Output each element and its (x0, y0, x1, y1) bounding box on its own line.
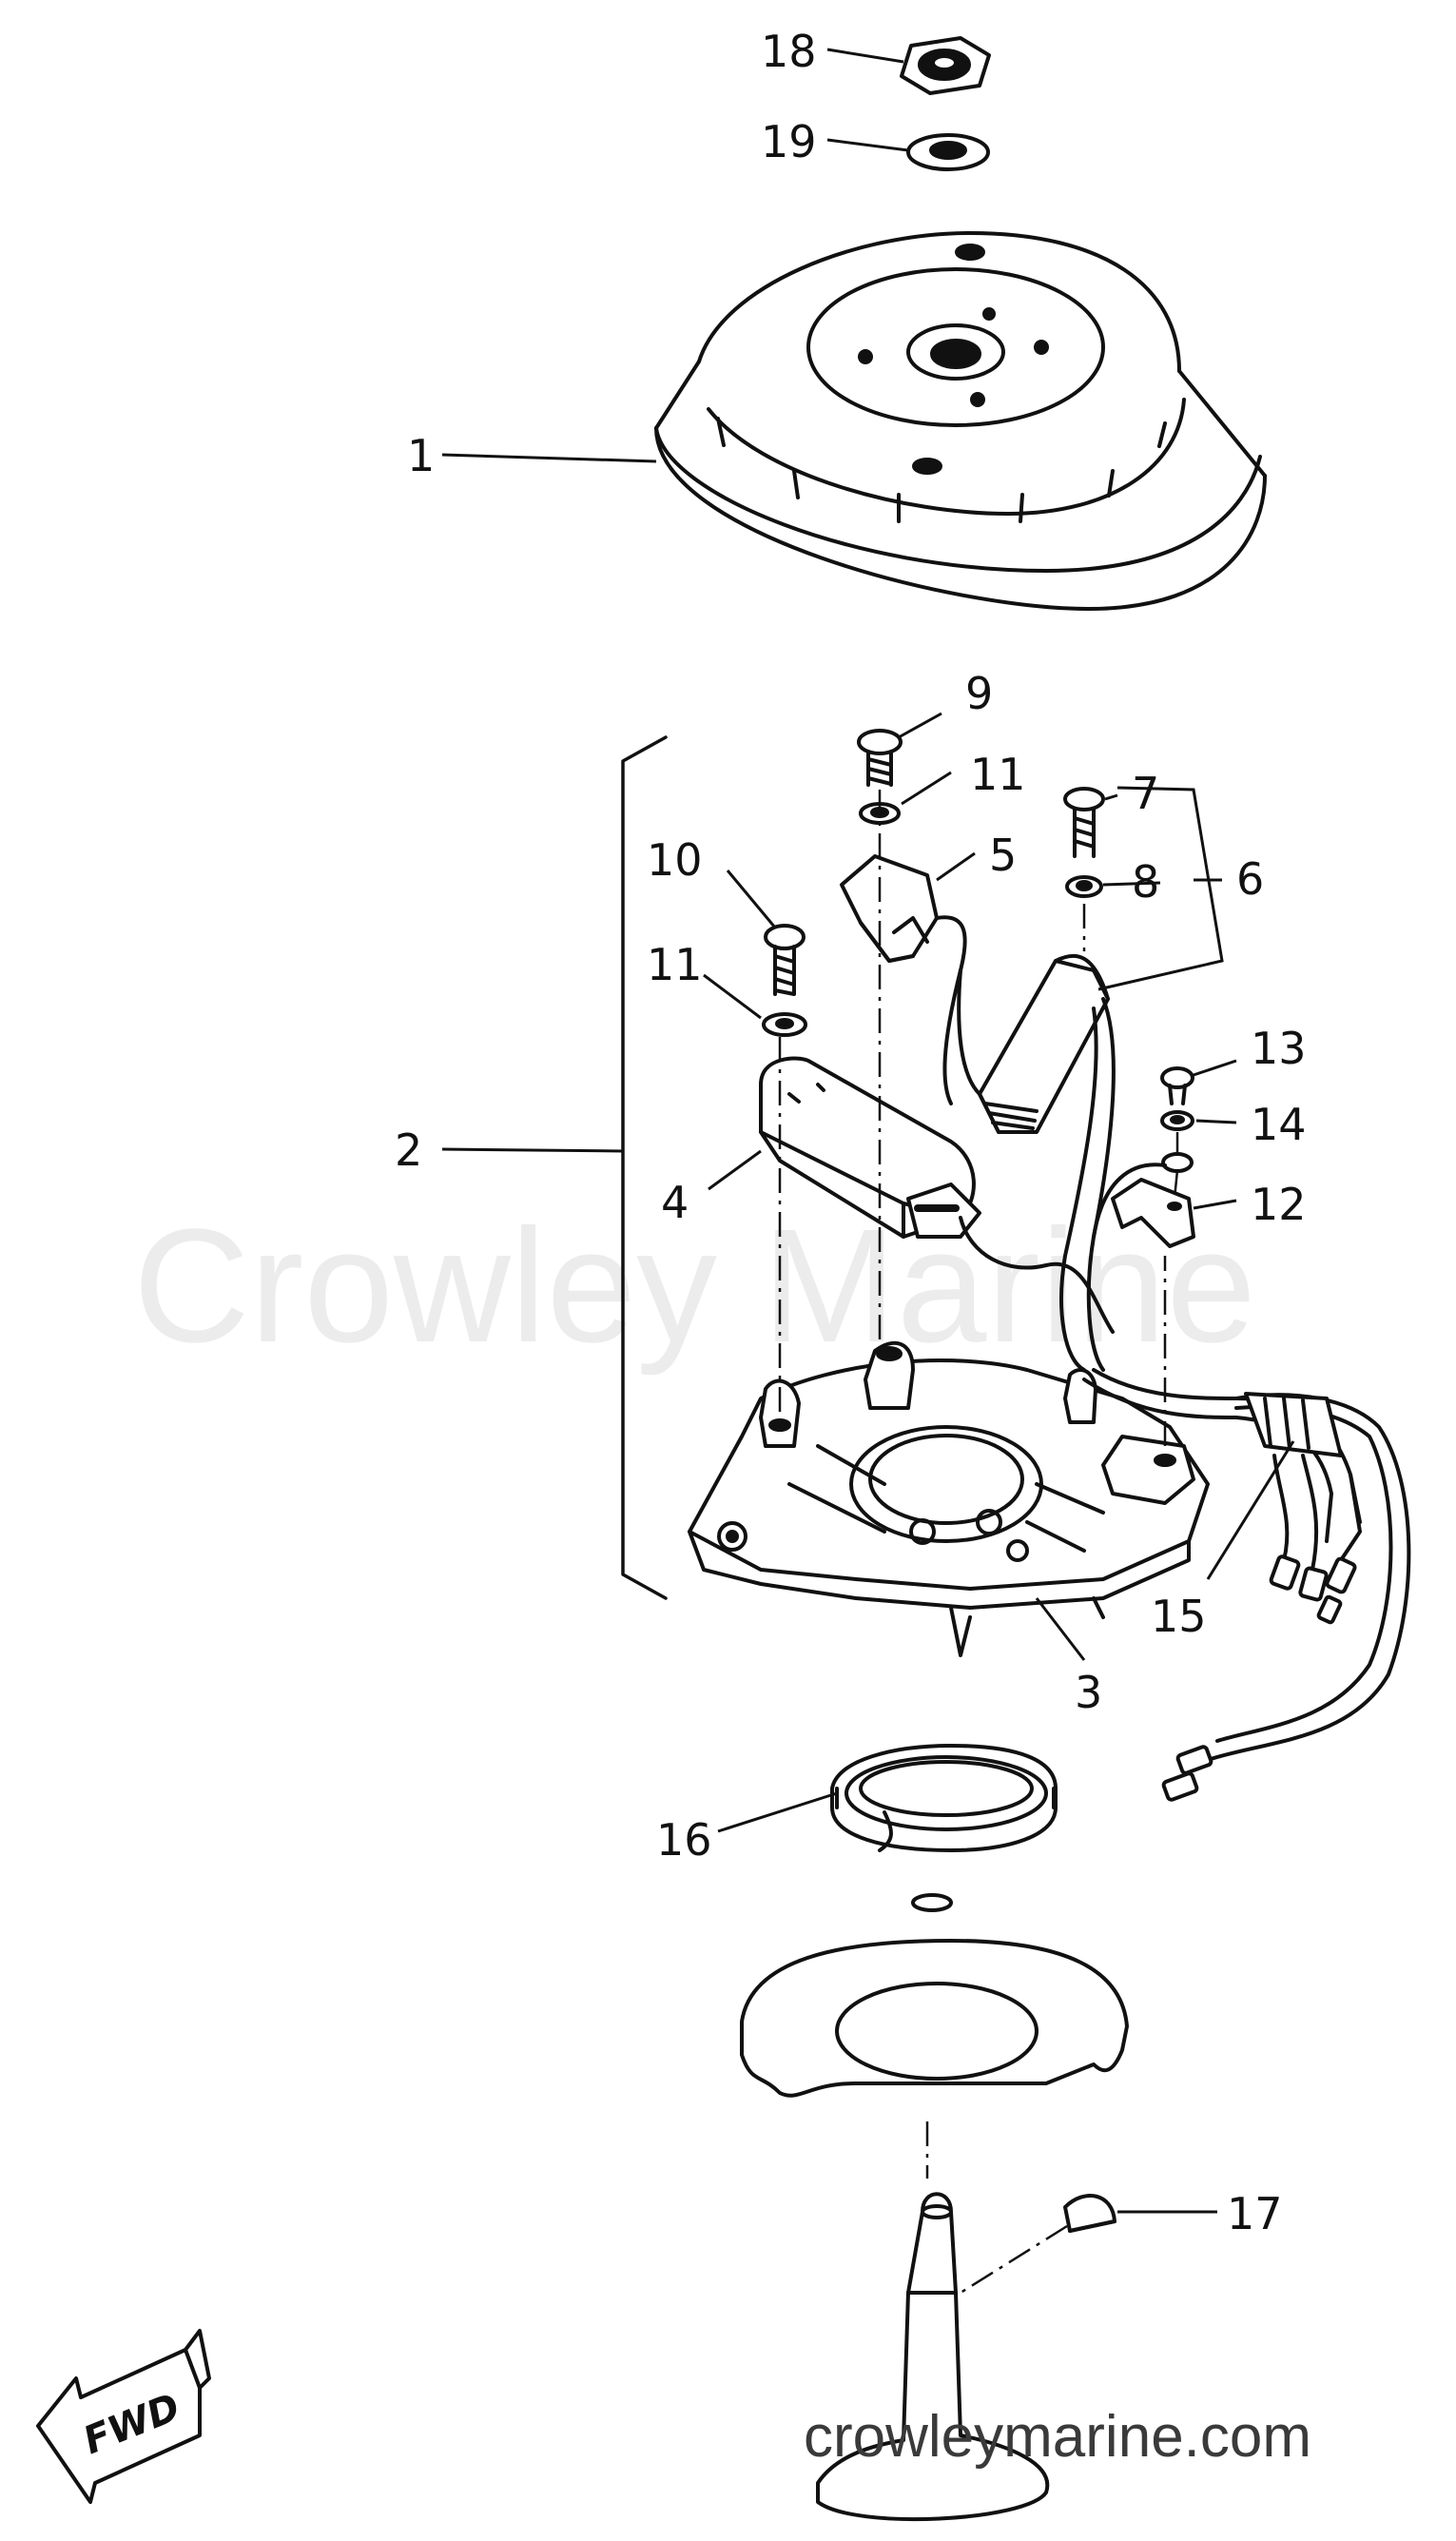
callout-16: 16 (656, 1814, 712, 1866)
screw-13-axis-line (1163, 1132, 1179, 1446)
callout-12: 12 (1251, 1179, 1307, 1230)
callout-19: 19 (761, 116, 817, 167)
part-19-washer (906, 133, 990, 171)
callout-2: 2 (395, 1124, 422, 1176)
part-1-flywheel (654, 231, 1267, 611)
callout-11-lower: 11 (647, 939, 703, 990)
bracket-2 (621, 735, 668, 1600)
part-17-woodruff-key (1063, 2194, 1116, 2233)
part-4-charge-coil (759, 1056, 1115, 1334)
fwd-arrow-tag (36, 2329, 211, 2504)
callout-labels: 18 19 1 9 11 5 7 8 6 10 11 2 4 13 14 12 … (395, 26, 1307, 2239)
leader-lines (441, 48, 1295, 2214)
callout-14: 14 (1251, 1099, 1307, 1150)
ring-plate (740, 1893, 1129, 2098)
callout-8: 8 (1132, 856, 1159, 908)
part-16-collar (830, 1744, 1058, 1852)
crankshaft-end (816, 2192, 1050, 2522)
key-axis-line (960, 2224, 1068, 2295)
part-11-washer-lower (762, 1012, 807, 1037)
part-18-nut (900, 36, 991, 95)
part-15-wire-harness (1082, 1368, 1411, 1802)
callout-7: 7 (1132, 768, 1159, 819)
site-credit: crowleymarine.com (804, 2404, 1311, 2470)
callout-10: 10 (647, 834, 703, 886)
callout-11-upper: 11 (970, 749, 1026, 800)
callout-9: 9 (965, 668, 993, 719)
part-8-washer (1065, 875, 1103, 898)
part-3-stator-base (688, 1340, 1210, 1657)
part-10-screw (764, 924, 806, 996)
callout-13: 13 (1251, 1023, 1307, 1074)
callout-17: 17 (1227, 2188, 1283, 2239)
callout-5: 5 (989, 830, 1017, 881)
part-13-screw (1160, 1066, 1194, 1105)
callout-1: 1 (407, 430, 435, 481)
ground-lead (1092, 1152, 1194, 1239)
part-7-screw (1063, 787, 1105, 858)
part-9-screw (857, 729, 903, 787)
callout-18: 18 (761, 26, 817, 77)
callout-15: 15 (1151, 1591, 1207, 1642)
callout-6: 6 (1236, 853, 1264, 905)
part-5-pulser-coil (840, 854, 981, 1105)
callout-4: 4 (661, 1177, 689, 1228)
callout-3: 3 (1075, 1667, 1102, 1718)
part-14-washer (1160, 1110, 1194, 1131)
part-12-clamp (1111, 1178, 1195, 1248)
